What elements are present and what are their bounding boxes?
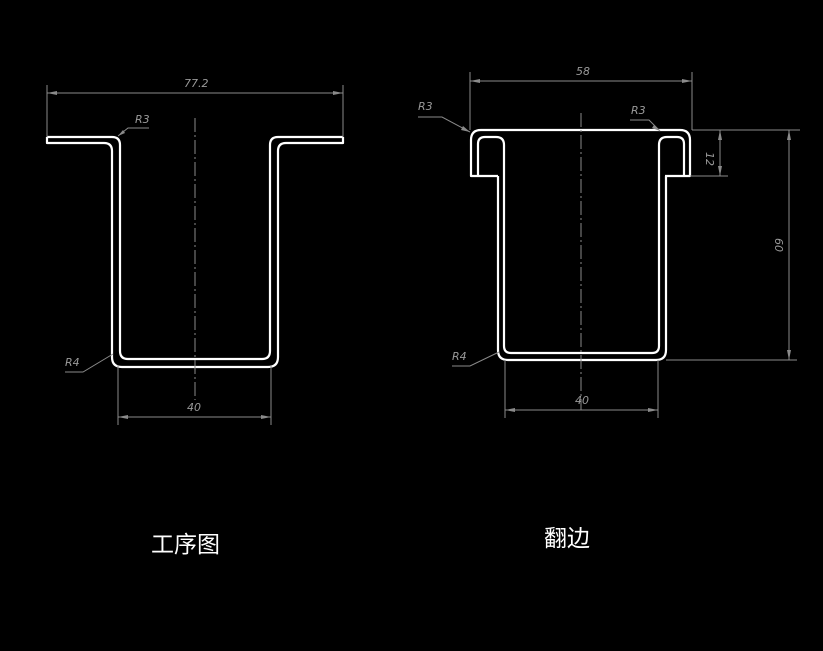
svg-text:R4: R4 <box>452 350 467 363</box>
left-dim-top-radius: R3 <box>117 113 150 137</box>
left-part-outer-contour <box>47 135 343 361</box>
right-view: 58 R3 R3 12 60 <box>418 65 800 418</box>
svg-text:60: 60 <box>772 238 785 252</box>
svg-text:40: 40 <box>575 394 589 407</box>
right-view-caption: 翻边 <box>544 526 590 552</box>
svg-text:12: 12 <box>703 152 716 166</box>
right-dim-left-radius: R3 <box>418 100 471 133</box>
right-dim-right-radius: R3 <box>630 104 661 132</box>
svg-text:58: 58 <box>576 65 590 78</box>
right-dim-bottom-width: 40 <box>504 360 659 418</box>
right-part-left-hem <box>476 135 686 355</box>
right-dim-bottom-radius: R4 <box>452 350 500 367</box>
right-dim-total-height: 60 <box>666 130 797 361</box>
right-dim-hem-height: 12 <box>690 129 800 177</box>
left-view: 77.2 R3 R4 40 <box>45 77 345 425</box>
left-dim-flange-width-text: 77.2 <box>184 77 209 90</box>
svg-text:R4: R4 <box>65 356 80 369</box>
left-dim-bottom-width: 40 <box>117 365 272 425</box>
left-dim-bottom-radius: R4 <box>65 353 114 373</box>
svg-text:R3: R3 <box>631 104 646 117</box>
right-dim-top-width: 58 <box>469 65 693 130</box>
svg-text:40: 40 <box>187 401 201 414</box>
svg-text:R3: R3 <box>135 113 150 126</box>
left-view-caption: 工序图 <box>151 532 220 558</box>
right-part-outer-walls <box>496 176 668 362</box>
svg-text:R3: R3 <box>418 100 433 113</box>
left-dim-flange-width: 77.2 <box>46 77 344 137</box>
